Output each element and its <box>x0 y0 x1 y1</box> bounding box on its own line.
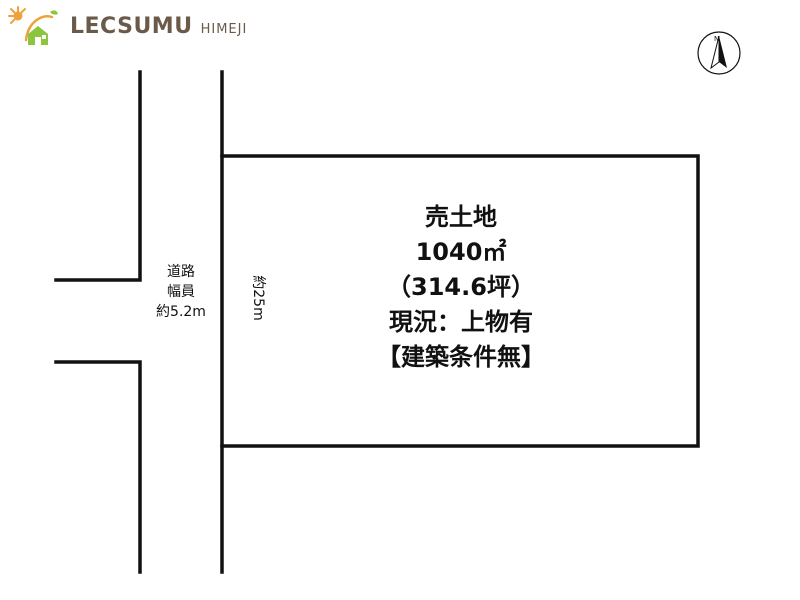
road-label-line1: 道路 <box>167 264 195 280</box>
brand-name: LECSUMU <box>70 13 193 39</box>
north-label: N <box>714 35 719 43</box>
lot-area-tsubo: （314.6坪） <box>387 273 535 301</box>
road-width-label: 道路 幅員 約5.2m <box>142 262 220 322</box>
lot-info: 売土地 1040㎡ （314.6坪） 現況：上物有 【建築条件無】 <box>224 200 698 375</box>
brand-city: HIMEJI <box>200 21 248 37</box>
north-arrow-icon: N <box>697 31 741 75</box>
road-label-line2: 幅員 <box>167 284 195 300</box>
lot-boundary <box>220 154 700 448</box>
lot-building-condition: 【建築条件無】 <box>377 343 545 371</box>
lot-current-status: 現況：上物有 <box>389 308 533 336</box>
brand-logo: LECSUMU HIMEJI <box>6 4 247 48</box>
lot-area-sqm: 1040㎡ <box>415 238 507 266</box>
brand-wordmark: LECSUMU HIMEJI <box>70 14 247 39</box>
road-label-line3: 約5.2m <box>156 304 206 320</box>
lot-title: 売土地 <box>425 203 497 231</box>
house-sun-logo-icon <box>8 6 58 45</box>
road-left-edge-lower <box>54 360 142 574</box>
road-left-edge-upper <box>54 70 142 282</box>
